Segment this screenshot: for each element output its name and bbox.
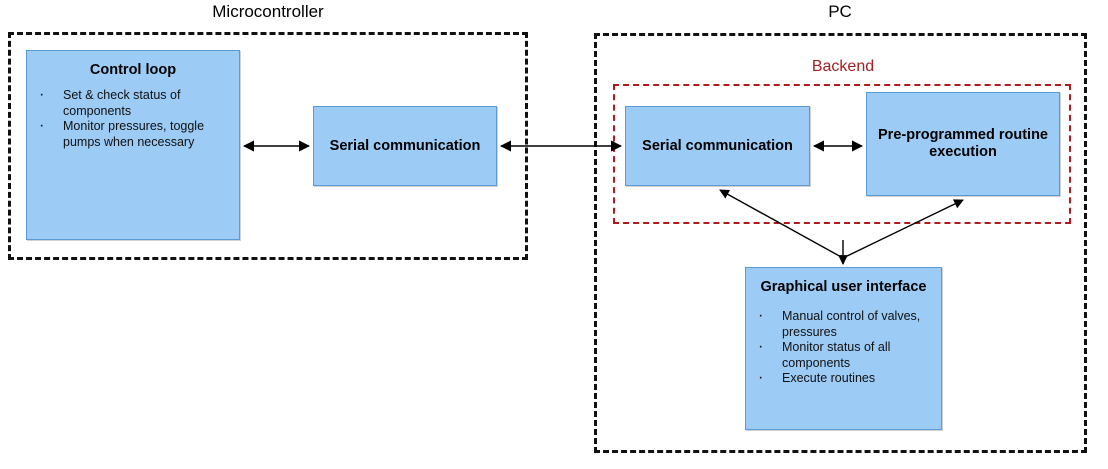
backend-group-title: Backend: [811, 58, 875, 75]
node-routine-execution-title: Pre-programmed routine execution: [878, 127, 1048, 160]
node-control-loop-title: Control loop: [89, 62, 177, 78]
node-serial-communication-pc-title: Serial communication: [642, 137, 793, 154]
node-control-loop-bullets: Set & check status of components Monitor…: [27, 86, 239, 150]
list-item: Set & check status of components: [27, 86, 239, 119]
pc-group-title: PC: [828, 2, 852, 21]
node-gui-bullets: Manual control of valves, pressures Moni…: [746, 307, 941, 387]
node-serial-communication-mcu[interactable]: Serial communication: [313, 106, 497, 186]
node-graphical-user-interface-title: Graphical user interface: [760, 279, 927, 295]
list-item: Manual control of valves, pressures: [746, 307, 941, 340]
node-control-loop[interactable]: Control loop Set & check status of compo…: [26, 50, 240, 240]
node-serial-communication-mcu-title: Serial communication: [329, 137, 481, 154]
list-item: Monitor pressures, toggle pumps when nec…: [27, 117, 239, 150]
list-item: Execute routines: [746, 369, 941, 387]
microcontroller-group-title: Microcontroller: [212, 2, 324, 21]
list-item: Monitor status of all components: [746, 338, 941, 371]
node-serial-communication-pc[interactable]: Serial communication: [625, 106, 810, 186]
node-routine-execution[interactable]: Pre-programmed routine execution: [866, 92, 1060, 196]
pc-boundary: [594, 33, 1087, 453]
node-graphical-user-interface[interactable]: Graphical user interface Manual control …: [745, 267, 942, 430]
